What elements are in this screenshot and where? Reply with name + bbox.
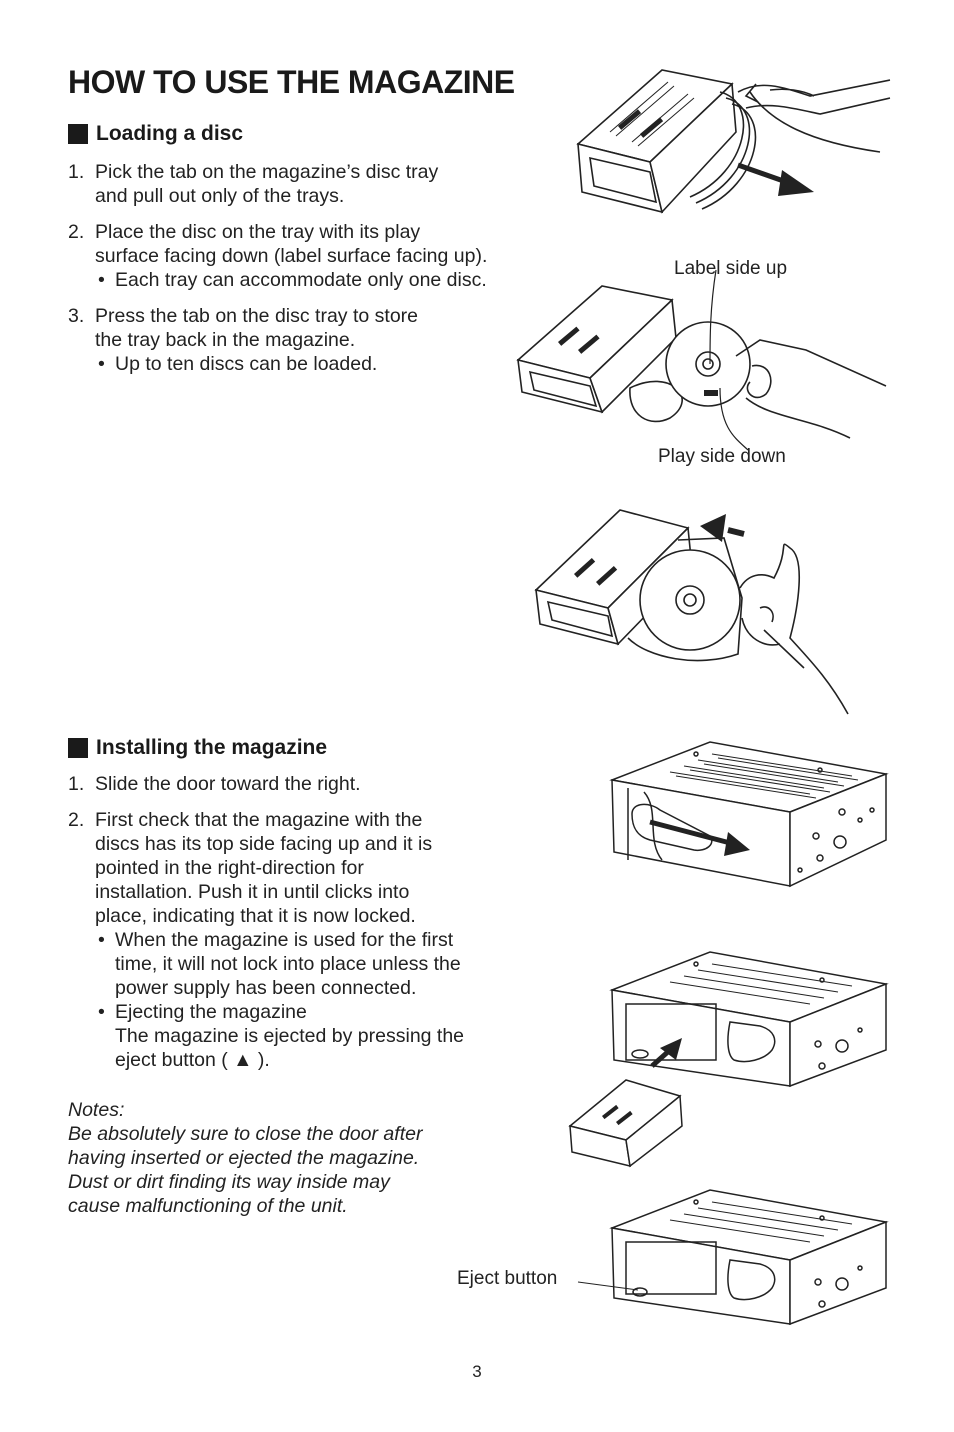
loading-step-2: 2. Place the disc on the tray with its p… — [68, 220, 558, 292]
bullet-item: •Each tray can accommodate only one disc… — [98, 269, 487, 291]
eject-button-leader-line — [577, 1281, 639, 1291]
illustration-pull-tray — [576, 69, 891, 214]
bullet-item: • When the magazine is used for the firs… — [98, 929, 461, 999]
illustration-eject-button — [609, 1189, 889, 1326]
bullet-item: • Ejecting the magazine The magazine is … — [95, 1000, 528, 1072]
illustration-insert-magazine — [568, 951, 889, 1168]
illustration-store-tray — [534, 509, 849, 715]
installing-step-2: 2. First check that the magazine with th… — [68, 808, 528, 1072]
loading-steps: 1. Pick the tab on the magazine’s disc t… — [68, 160, 558, 388]
arrow-icon — [700, 514, 726, 542]
page-title: HOW TO USE THE MAGAZINE — [68, 64, 515, 100]
section-heading-loading: Loading a disc — [68, 122, 243, 146]
section-marker-icon — [68, 738, 88, 758]
bullet-item: •Up to ten discs can be loaded. — [98, 353, 378, 375]
page-number: 3 — [472, 1362, 482, 1381]
illustration-place-disc — [516, 269, 887, 451]
eject-button-text: eject button ( ▲ ). — [115, 1049, 270, 1071]
section-marker-icon — [68, 124, 88, 144]
installing-step-1: 1. Slide the door toward the right. — [68, 773, 361, 795]
loading-step-3: 3. Press the tab on the disc tray to sto… — [68, 304, 558, 376]
notes-block: Notes: Be absolutely sure to close the d… — [68, 1098, 488, 1218]
section-heading-installing: Installing the magazine — [68, 736, 327, 760]
illustration-slide-door — [609, 741, 889, 888]
eject-icon — [632, 1287, 648, 1297]
section-heading-loading-text: Loading a disc — [96, 122, 244, 145]
eject-button-caption: Eject button — [457, 1268, 558, 1289]
loading-step-1: 1. Pick the tab on the magazine’s disc t… — [68, 161, 439, 207]
section-heading-installing-text: Installing the magazine — [96, 736, 328, 759]
play-side-down-caption: Play side down — [658, 446, 786, 467]
installing-steps: 1. Slide the door toward the right. 2. F… — [68, 772, 528, 1084]
notes-heading: Notes: — [68, 1099, 125, 1121]
label-side-up-caption: Label side up — [674, 258, 788, 279]
arrow-icon — [778, 170, 814, 196]
